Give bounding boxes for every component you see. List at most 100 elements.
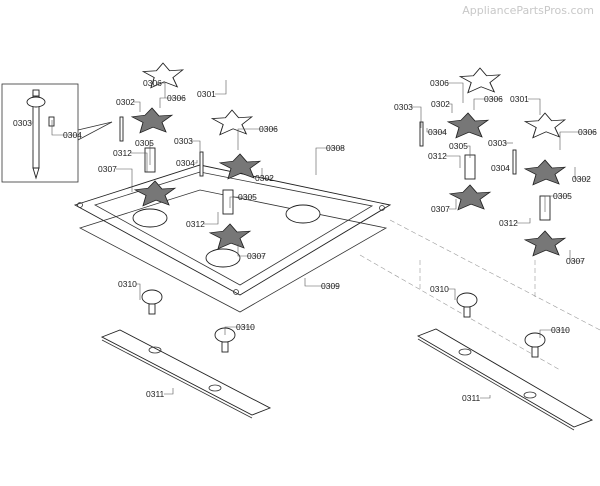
part-number-label[interactable]: 0305	[553, 191, 572, 201]
callout-0307[interactable]: 0307	[237, 244, 266, 261]
leader-line	[192, 140, 201, 152]
part-number-label[interactable]: 0312	[428, 151, 447, 161]
leader-line	[237, 244, 265, 257]
part-number-label[interactable]: 0311	[462, 393, 481, 403]
leader-line	[426, 128, 446, 133]
leader-line	[204, 212, 219, 225]
leader-line	[51, 120, 81, 136]
part-number-label[interactable]: 0307	[566, 256, 585, 266]
callout-0306[interactable]: 0306	[473, 94, 503, 110]
part-number-label[interactable]: 0305	[449, 141, 468, 151]
part-number-label[interactable]: 0307	[431, 204, 450, 214]
callout-0311[interactable]: 0311	[146, 388, 174, 399]
callout-0303[interactable]: 0303	[394, 102, 422, 128]
part-number-label[interactable]: 0303	[394, 102, 413, 112]
callout-0304[interactable]: 0304	[426, 127, 447, 137]
callout-0302[interactable]: 0302	[431, 99, 453, 113]
part-number-label[interactable]: 0312	[113, 148, 132, 158]
callout-0306[interactable]: 0306	[430, 78, 464, 103]
leader-line	[224, 326, 254, 335]
part-number-label[interactable]: 0312	[186, 219, 205, 229]
part-number-label[interactable]: 0309	[321, 281, 340, 291]
part-number-label[interactable]: 0305	[135, 138, 154, 148]
callout-0303[interactable]: 0303	[488, 138, 513, 148]
callout-0310[interactable]: 0310	[118, 279, 141, 300]
callout-0301[interactable]: 0301	[197, 80, 227, 99]
part-number-label[interactable]: 0310	[551, 325, 570, 335]
part-number-label[interactable]: 0303	[174, 136, 193, 146]
part-number-label[interactable]: 0306	[259, 124, 278, 134]
part-number-label[interactable]: 0303	[13, 118, 32, 128]
leader-line	[559, 131, 596, 150]
callout-0306[interactable]: 0306	[159, 93, 186, 108]
part-number-label[interactable]: 0305	[238, 192, 257, 202]
part-number-label[interactable]: 0301	[197, 89, 216, 99]
leader-line	[215, 80, 227, 95]
callout-0305[interactable]: 0305	[135, 138, 154, 165]
part-number-label[interactable]: 0306	[484, 94, 503, 104]
callout-0312[interactable]: 0312	[186, 212, 219, 229]
leader-line	[467, 145, 471, 158]
part-number-label[interactable]: 0304	[428, 127, 447, 137]
part-number-label[interactable]: 0306	[430, 78, 449, 88]
callout-0311[interactable]: 0311	[462, 393, 491, 403]
leader-line	[164, 388, 174, 395]
callout-0306[interactable]: 0306	[559, 127, 597, 150]
leader-line	[480, 395, 491, 399]
callout-0306[interactable]: 0306	[237, 124, 278, 150]
valves	[141, 289, 546, 358]
part-number-label[interactable]: 0308	[326, 143, 345, 153]
part-number-label[interactable]: 0310	[236, 322, 255, 332]
leader-line	[528, 98, 541, 115]
callout-0305[interactable]: 0305	[544, 191, 572, 212]
callout-0309[interactable]: 0309	[304, 278, 340, 291]
callout-0304[interactable]: 0304	[51, 120, 82, 140]
leader-line	[194, 160, 198, 164]
leader-line	[229, 196, 256, 208]
callout-0302[interactable]: 0302	[572, 167, 591, 184]
callout-0303[interactable]: 0303	[13, 118, 34, 150]
callout-0303[interactable]: 0303	[174, 136, 201, 152]
leader-line	[31, 122, 34, 150]
part-number-label[interactable]: 0306	[578, 127, 597, 137]
callout-0307[interactable]: 0307	[98, 164, 133, 192]
callout-0301[interactable]: 0301	[510, 94, 541, 115]
callout-0304[interactable]: 0304	[176, 158, 198, 168]
part-number-label[interactable]: 0306	[167, 93, 186, 103]
part-number-label[interactable]: 0302	[255, 173, 274, 183]
callout-0310[interactable]: 0310	[224, 322, 255, 335]
part-number-label[interactable]: 0301	[510, 94, 529, 104]
callout-0307[interactable]: 0307	[566, 250, 585, 266]
callout-0302[interactable]: 0302	[255, 168, 274, 183]
callout-0302[interactable]: 0302	[116, 97, 141, 112]
part-number-label[interactable]: 0302	[572, 174, 591, 184]
part-number-label[interactable]: 0306	[143, 78, 162, 88]
callout-0312[interactable]: 0312	[428, 151, 461, 168]
leader-line	[304, 278, 339, 287]
part-number-label[interactable]: 0307	[247, 251, 266, 261]
part-number-label[interactable]: 0304	[491, 163, 510, 173]
callout-0305[interactable]: 0305	[449, 141, 471, 158]
callout-0307[interactable]: 0307	[431, 199, 457, 214]
callout-0306[interactable]: 0306	[143, 78, 166, 98]
part-number-label[interactable]: 0304	[176, 158, 195, 168]
callout-0310[interactable]: 0310	[430, 284, 456, 300]
part-number-label[interactable]: 0303	[488, 138, 507, 148]
leader-line	[446, 155, 461, 168]
part-number-label[interactable]: 0310	[430, 284, 449, 294]
callout-0304[interactable]: 0304	[491, 163, 510, 173]
callout-0308[interactable]: 0308	[315, 143, 345, 175]
callout-0310[interactable]: 0310	[539, 325, 570, 338]
part-number-label[interactable]: 0311	[146, 389, 165, 399]
part-number-label[interactable]: 0310	[118, 279, 137, 289]
part-number-label[interactable]: 0307	[98, 164, 117, 174]
callout-0312[interactable]: 0312	[113, 148, 148, 172]
burner-cutout	[285, 204, 321, 224]
part-number-label[interactable]: 0304	[63, 130, 82, 140]
watermark: AppliancePartsPros.com	[462, 4, 594, 17]
part-number-label[interactable]: 0302	[431, 99, 450, 109]
callout-0305[interactable]: 0305	[229, 192, 257, 208]
callout-0312[interactable]: 0312	[499, 218, 531, 228]
part-number-label[interactable]: 0312	[499, 218, 518, 228]
part-number-label[interactable]: 0302	[116, 97, 135, 107]
